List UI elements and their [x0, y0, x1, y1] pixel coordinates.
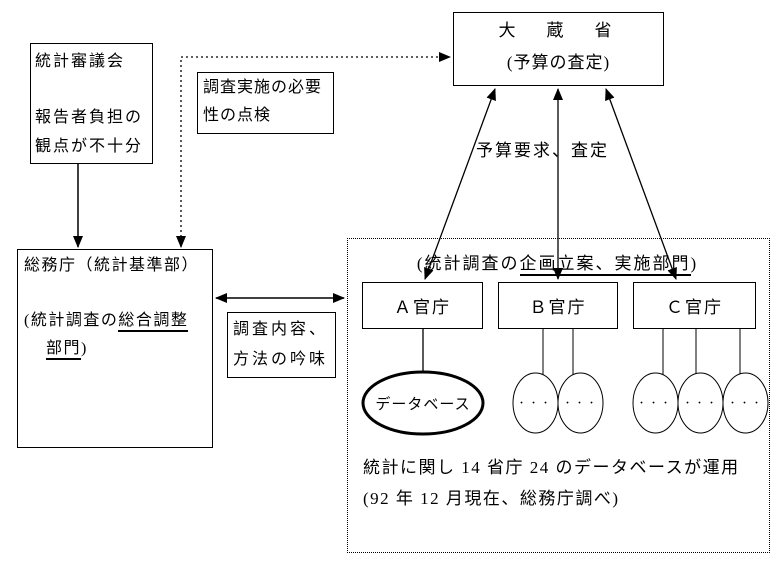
survey-line2: 方法の吟味 — [233, 351, 329, 368]
somucho-box: 総務庁（統計基準部） (統計調査の総合調整 部門) — [17, 249, 213, 448]
agency-a-box: Ａ官庁 — [362, 282, 483, 329]
statistics-council-box: 統計審議会 報告者負担の 観点が不十分 — [30, 43, 153, 164]
somucho-role-suffix: ) — [81, 340, 88, 357]
arrow-mof-agency-a — [424, 88, 496, 280]
db-dots-c2: ・・・ — [682, 398, 719, 408]
reporter-burden-line2: 観点が不十分 — [35, 138, 144, 155]
somucho-role-underlined2: 部門 — [46, 340, 82, 360]
db-dots-c3: ・・・ — [727, 398, 764, 408]
database-label: データベース — [375, 397, 471, 413]
survey-content-box: 調査内容、 方法の吟味 — [227, 312, 336, 378]
mof-subtitle: (予算の査定) — [506, 53, 611, 72]
db-ellipse-b2 — [557, 372, 604, 434]
db-dots-b2: ・・・ — [562, 398, 599, 408]
db-dots-c1: ・・・ — [636, 398, 673, 408]
survey-line1: 調査内容、 — [233, 321, 329, 338]
somucho-role-underlined: 総合調整 — [118, 312, 189, 332]
spacer — [24, 280, 206, 307]
somucho-role-line2: 部門) — [24, 335, 206, 363]
somucho-role-prefix: (統計調査の — [24, 312, 119, 329]
agency-a-label: Ａ官庁 — [394, 298, 451, 317]
database-note-line1: 統計に関し 14 省庁 24 のデータベースが運用 — [363, 458, 740, 477]
budget-request-label: 予算要求、査定 — [476, 141, 609, 160]
planning-heading-underlined: 企画立案、実施部門 — [519, 254, 691, 276]
database-ellipse — [361, 370, 485, 436]
statistics-council-title: 統計審議会 — [35, 53, 126, 70]
db-dots-b1: ・・・ — [516, 398, 553, 408]
db-ellipse-c3 — [722, 372, 769, 434]
agency-b-box: Ｂ官庁 — [498, 282, 618, 329]
necessity-line1: 調査実施の必要 — [203, 79, 323, 96]
database-note-line2: (92 年 12 月現在、総務庁調べ) — [363, 489, 620, 508]
agency-b-label: Ｂ官庁 — [529, 298, 587, 317]
dashed-arrow-somucho-mof — [176, 52, 451, 248]
mof-title: 大 蔵 省 — [498, 21, 619, 40]
necessity-line2: 性の点検 — [203, 107, 272, 124]
agency-c-box: Ｃ官庁 — [633, 282, 756, 329]
spacer — [35, 76, 148, 103]
planning-area-heading: (統計調査の企画立案、実施部門) — [347, 249, 768, 276]
reporter-burden-line1: 報告者負担の — [35, 109, 144, 126]
necessity-check-box: 調査実施の必要 性の点検 — [197, 72, 334, 134]
agency-c-label: Ｃ官庁 — [666, 298, 723, 317]
arrow-mof-agency-c — [605, 88, 677, 280]
somucho-role-line1: (統計調査の総合調整 — [24, 307, 206, 335]
somucho-title: 総務庁（統計基準部） — [24, 257, 200, 274]
database-note: 統計に関し 14 省庁 24 のデータベースが運用 (92 年 12 月現在、総… — [363, 452, 740, 514]
ministry-of-finance-box: 大 蔵 省 (予算の査定) — [453, 12, 664, 86]
planning-heading-suffix: ) — [690, 254, 699, 273]
planning-heading-prefix: (統計調査の — [416, 254, 520, 273]
